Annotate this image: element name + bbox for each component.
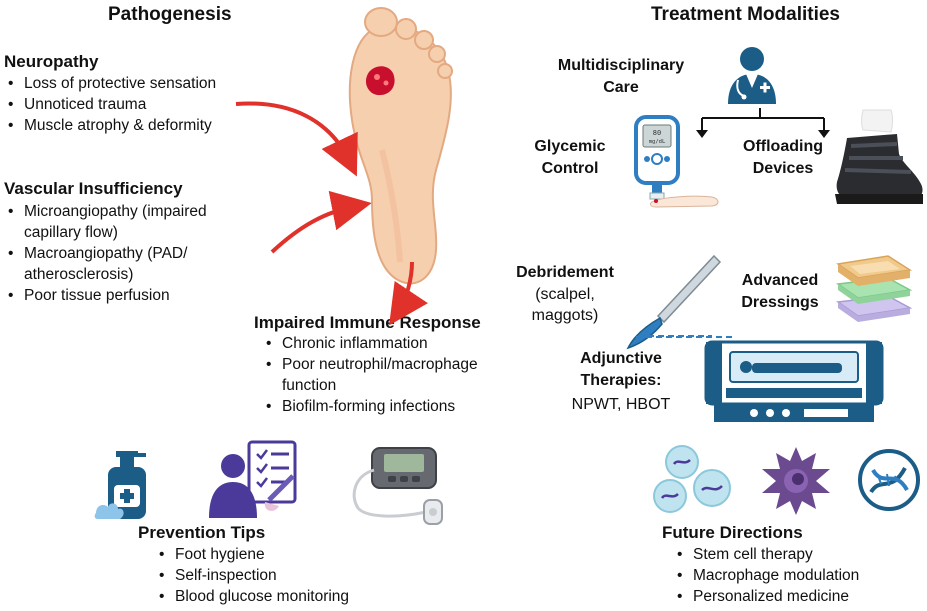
hbot-chamber-icon <box>704 340 884 422</box>
vascular-title: Vascular Insufficiency <box>4 179 183 198</box>
doctor-icon <box>728 47 776 104</box>
list-item: Poor neutrophil/macrophage <box>262 354 478 375</box>
debridement-title: Debridement <box>516 264 614 281</box>
glucose-monitor-icon <box>352 447 443 525</box>
adjunctive-detail: NPWT, HBOT <box>571 396 671 413</box>
neuropathy-title: Neuropathy <box>4 52 99 71</box>
list-item: Chronic inflammation <box>262 333 478 354</box>
list-item: Foot hygiene <box>155 544 349 565</box>
list-item: Loss of protective sensation <box>4 73 216 94</box>
list-item: Personalized medicine <box>673 586 859 607</box>
dressings-icon <box>835 255 913 322</box>
list-item-continuation: capillary flow) <box>24 224 118 241</box>
wound-icon <box>365 66 395 96</box>
macrophage-icon <box>762 447 830 515</box>
branch-arrow <box>696 108 830 138</box>
dressings-label: Advanced Dressings <box>741 272 819 311</box>
list-item: Biofilm-forming infections <box>262 396 478 417</box>
glycemic-label: Glycemic Control <box>534 138 606 177</box>
arrow-immune <box>389 261 428 326</box>
prevention-title: Prevention Tips <box>138 523 266 542</box>
treatment-title: Treatment Modalities <box>651 4 840 25</box>
list-item: Muscle atrophy & deformity <box>4 115 216 136</box>
prevention-list: Foot hygiene Self-inspection Blood gluco… <box>155 544 349 607</box>
meter-value: 80 <box>653 129 661 137</box>
self-inspection-icon <box>209 440 297 518</box>
list-item-continuation: atherosclerosis) <box>24 266 134 283</box>
list-item: Microangiopathy (impaired <box>4 201 207 222</box>
multidisciplinary-label: Multidisciplinary Care <box>557 57 685 96</box>
debridement-detail: (scalpel, maggots) <box>531 286 599 324</box>
list-item-continuation: function <box>282 377 337 394</box>
soap-bottle-icon <box>94 451 146 519</box>
glucometer-icon: 80 mg/dL <box>634 115 719 208</box>
list-item: Poor tissue perfusion <box>4 285 207 306</box>
list-item: Unnoticed trauma <box>4 94 216 115</box>
future-list: Stem cell therapy Macrophage modulation … <box>673 544 859 607</box>
list-item: Macrophage modulation <box>673 565 859 586</box>
list-item: Stem cell therapy <box>673 544 859 565</box>
meter-unit: mg/dL <box>649 139 666 145</box>
dashed-connector <box>636 336 732 338</box>
arrow-neuropathy <box>235 101 358 177</box>
immune-list: Chronic inflammation Poor neutrophil/mac… <box>262 333 478 417</box>
dna-icon <box>858 449 920 511</box>
offloading-boot-icon <box>835 109 923 204</box>
list-item: Self-inspection <box>155 565 349 586</box>
future-title: Future Directions <box>662 523 803 542</box>
vascular-list: Microangiopathy (impaired capillary flow… <box>4 201 207 306</box>
neuropathy-list: Loss of protective sensation Unnoticed t… <box>4 73 216 136</box>
stem-cells-icon <box>653 445 731 513</box>
pathogenesis-title: Pathogenesis <box>108 4 232 25</box>
list-item: Macroangiopathy (PAD/ <box>4 243 207 264</box>
offloading-label: Offloading Devices <box>743 138 823 177</box>
arrow-vascular <box>270 190 372 254</box>
list-item: Blood glucose monitoring <box>155 586 349 607</box>
adjunctive-title: Adjunctive Therapies: <box>580 350 662 389</box>
